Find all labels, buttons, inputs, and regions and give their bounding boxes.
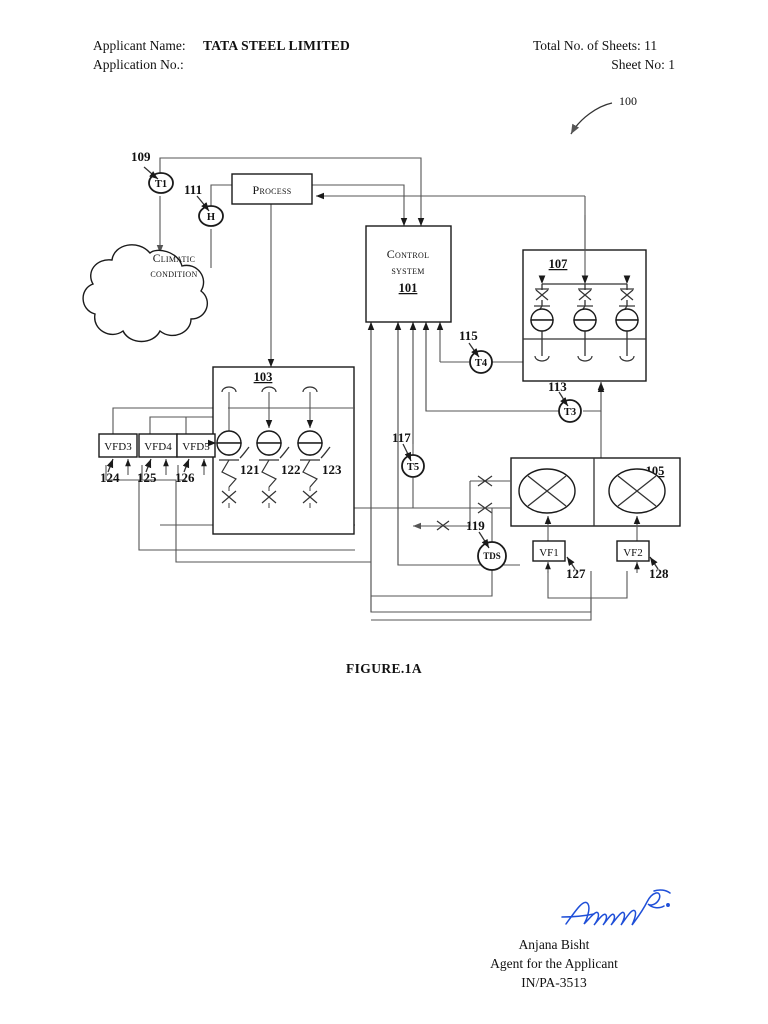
application-no-label: Application No.: bbox=[93, 57, 184, 72]
applicant-name-value: TATA STEEL LIMITED bbox=[203, 38, 350, 53]
sensor-t3-tag: T3 bbox=[564, 407, 576, 418]
ref-label-121: 121 bbox=[240, 462, 260, 477]
climatic-label-line1: Climatic bbox=[153, 253, 196, 265]
figure-caption: FIGURE.1A bbox=[346, 661, 422, 676]
ref-label-125: 125 bbox=[137, 470, 157, 485]
sensor-h-tag: H bbox=[207, 212, 215, 223]
vf2-label: VF2 bbox=[623, 547, 643, 559]
control-system-label-line2: system bbox=[391, 263, 424, 277]
ref-label-115: 115 bbox=[459, 328, 478, 343]
cooling-tower-branch bbox=[615, 275, 639, 362]
pump-house-block[interactable]: 103 bbox=[212, 366, 355, 535]
control-system-ref-101: 101 bbox=[399, 281, 418, 295]
vf1-label: VF1 bbox=[539, 547, 559, 559]
pump-unit bbox=[297, 386, 323, 508]
sensor-t4[interactable]: T4 115 bbox=[459, 328, 493, 374]
ref-label-123: 123 bbox=[322, 462, 342, 477]
vfd3-label: VFD3 bbox=[104, 441, 132, 453]
climatic-label-line2: condition bbox=[150, 268, 197, 280]
system-callout-100: 100 bbox=[570, 94, 637, 135]
control-system-label-line1: Control bbox=[387, 247, 430, 261]
signature-role: Agent for the Applicant bbox=[490, 956, 618, 971]
ref-label-122: 122 bbox=[281, 462, 301, 477]
process-block-label: Process bbox=[252, 183, 291, 197]
sensor-t3[interactable]: T3 113 bbox=[548, 379, 582, 423]
pump-ref-callouts: 121 122 123 bbox=[239, 446, 342, 477]
pump-unit bbox=[216, 386, 242, 508]
sensor-t4-tag: T4 bbox=[475, 358, 488, 369]
ref-label-111: 111 bbox=[184, 182, 202, 197]
handwritten-signature bbox=[561, 889, 671, 926]
chiller-fan bbox=[518, 468, 576, 514]
ref-label-113: 113 bbox=[548, 379, 567, 394]
vfd4-label: VFD4 bbox=[144, 441, 172, 453]
chiller-block[interactable]: 105 bbox=[412, 457, 681, 545]
signature-block: Anjana Bisht Agent for the Applicant IN/… bbox=[430, 935, 678, 992]
cooling-tower-branch bbox=[573, 275, 597, 362]
signature-name: Anjana Bisht bbox=[518, 937, 590, 952]
sensor-t1[interactable]: T1 109 bbox=[131, 149, 174, 194]
sensor-tds-tag: TDS bbox=[483, 551, 501, 561]
sensor-t1-tag: T1 bbox=[155, 179, 167, 190]
pump-unit bbox=[256, 386, 282, 508]
total-sheets-label: Total No. of Sheets: 11 bbox=[533, 38, 658, 53]
climatic-condition-cloud[interactable]: Climatic condition bbox=[82, 244, 209, 343]
sensor-h[interactable]: H 111 bbox=[184, 182, 224, 227]
ref-label-109: 109 bbox=[131, 149, 151, 164]
vfd-drive-group[interactable]: VFD3 124 VFD4 125 VFD5 126 bbox=[98, 433, 217, 485]
sensor-t5[interactable]: T5 117 bbox=[392, 430, 425, 478]
cooling-tower-branch bbox=[530, 275, 554, 362]
ref-label-127: 127 bbox=[566, 566, 586, 581]
fan-drive-group[interactable]: VF1 127 VF2 128 bbox=[532, 515, 669, 581]
sensor-tds[interactable]: TDS 119 bbox=[466, 518, 507, 571]
sensor-t5-tag: T5 bbox=[407, 462, 419, 473]
signature-reg-no: IN/PA-3513 bbox=[521, 975, 587, 990]
ref-label-124: 124 bbox=[100, 470, 120, 485]
ref-label-119: 119 bbox=[466, 518, 485, 533]
pump-house-ref-103: 103 bbox=[254, 370, 273, 384]
cooling-tower-ref-107: 107 bbox=[549, 257, 568, 271]
chiller-fan bbox=[608, 468, 666, 514]
sheet-no-label: Sheet No: 1 bbox=[611, 57, 675, 72]
control-system-block[interactable]: Control system 101 bbox=[365, 225, 452, 323]
process-block[interactable]: Process bbox=[231, 173, 313, 205]
ref-label-126: 126 bbox=[175, 470, 195, 485]
ref-label-117: 117 bbox=[392, 430, 411, 445]
vfd5-label: VFD5 bbox=[182, 441, 210, 453]
applicant-name-label: Applicant Name: bbox=[93, 38, 186, 53]
ref-label-100: 100 bbox=[619, 94, 637, 108]
cooling-tower-block[interactable]: 107 bbox=[522, 215, 647, 420]
ref-label-128: 128 bbox=[649, 566, 669, 581]
